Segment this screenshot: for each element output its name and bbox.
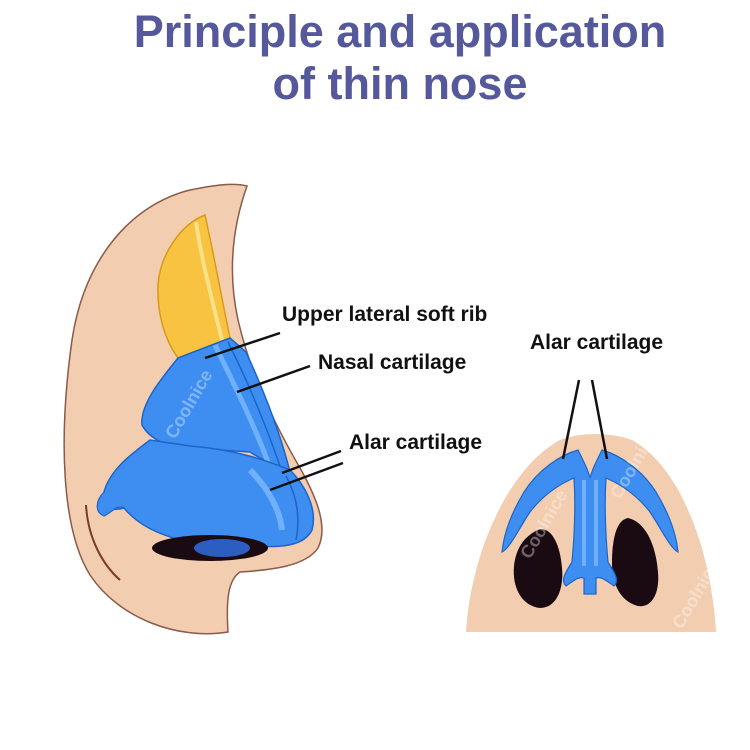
leader-lines	[204, 331, 609, 492]
label-nasal-cartilage: Nasal cartilage	[318, 351, 466, 374]
leader-alar-front-right	[590, 379, 609, 460]
label-upper-lateral: Upper lateral soft rib	[282, 303, 487, 326]
title-line-2: of thin nose	[272, 58, 528, 109]
alar-foot	[96, 491, 125, 517]
leader-alar-side-2	[269, 461, 344, 492]
leader-alar-side-1	[281, 449, 342, 475]
leader-upper-lateral	[204, 331, 281, 360]
side-view-nose: Coolnice	[63, 183, 323, 635]
nasal-bone	[157, 213, 231, 359]
label-alar-cartilage-side: Alar cartilage	[349, 431, 482, 454]
front-view-nose: Coolnice Coolnice Coolnice	[466, 426, 723, 632]
page-title: Principle and application of thin nose	[0, 6, 750, 110]
alar-cartilage-front	[501, 449, 679, 595]
title-line-1: Principle and application	[133, 6, 667, 57]
nasal-bone-edge	[194, 221, 224, 341]
side-nostril-inner	[194, 539, 250, 557]
front-nostril-right	[612, 518, 659, 607]
leader-alar-front-left	[561, 379, 581, 460]
upper-lateral-cartilage	[141, 337, 292, 474]
alar-lobe-highlight	[247, 467, 285, 531]
dorsal-cartilage-strip-2	[227, 341, 281, 467]
front-nostril-left	[513, 529, 563, 608]
dorsal-cartilage-strip	[212, 343, 271, 463]
label-alar-cartilage-front: Alar cartilage	[530, 331, 663, 354]
alar-rim-line	[85, 504, 121, 581]
leader-nasal-cartilage	[236, 364, 311, 394]
